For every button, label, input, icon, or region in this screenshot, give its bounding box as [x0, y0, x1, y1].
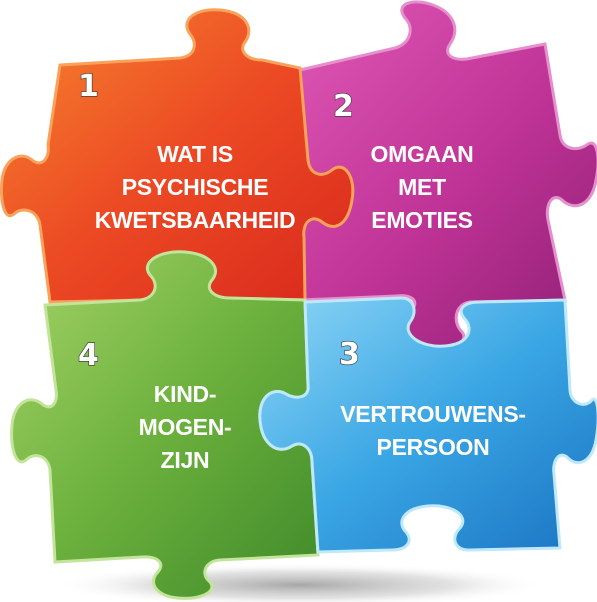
piece-4-label-line-3: ZIJN [161, 447, 210, 473]
piece-2-label-line-2: MET [398, 174, 446, 200]
piece-2-label-line-3: EMOTIES [371, 207, 472, 233]
ground-shadow [50, 563, 550, 602]
piece-2-number: 2 [333, 89, 354, 124]
piece-1-number: 1 [78, 69, 99, 104]
piece-3-label-line-1: VERTROUWENS- [340, 401, 526, 427]
piece-1-label-line-1: WAT IS [157, 141, 233, 167]
piece-4-number: 4 [78, 338, 99, 373]
piece-1-label-line-3: KWETSBAARHEID [95, 207, 296, 233]
piece-3-label-line-2: PERSOON [377, 434, 490, 460]
piece-4-label-line-1: KIND- [154, 381, 216, 407]
piece-3-shape[interactable] [258, 296, 597, 554]
piece-4-label-line-2: MOGEN- [139, 414, 232, 440]
piece-1-label-line-2: PSYCHISCHE [122, 174, 269, 200]
piece-2-label-line-1: OMGAAN [371, 141, 474, 167]
piece-3-number: 3 [339, 337, 360, 372]
